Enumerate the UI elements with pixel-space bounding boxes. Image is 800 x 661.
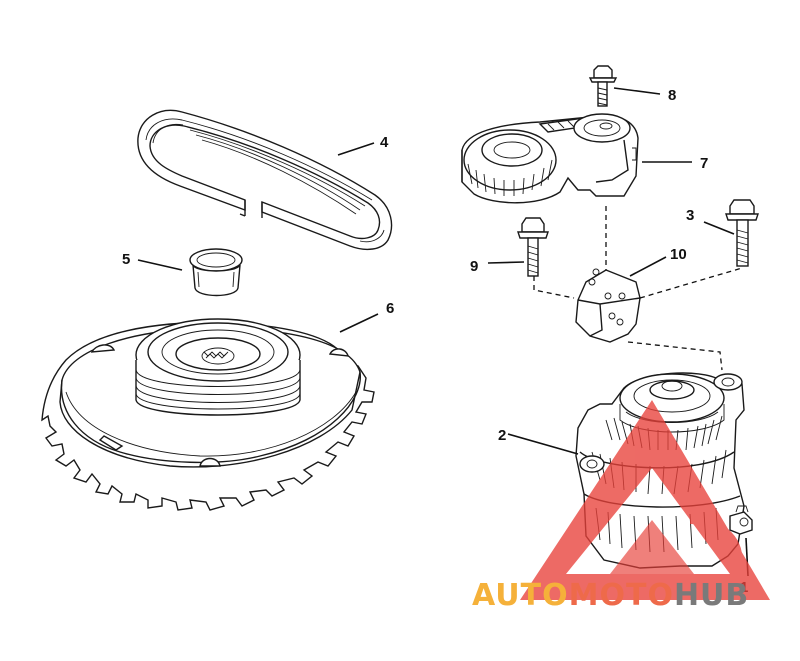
alignment-lines — [533, 206, 743, 371]
watermark-hub: HUB — [673, 578, 750, 613]
callout-9: 9 — [470, 258, 478, 275]
callout-8: 8 — [668, 87, 676, 104]
watermark-moto: MOTO — [568, 578, 674, 613]
mounting-bracket — [575, 268, 641, 343]
leader-6 — [339, 313, 379, 333]
leader-2 — [507, 433, 579, 455]
leader-10 — [629, 256, 667, 277]
belt-tensioner — [461, 113, 639, 204]
callout-5: 5 — [122, 251, 130, 268]
callout-10: 10 — [670, 246, 687, 263]
bolt-right — [725, 199, 759, 267]
leader-9 — [487, 261, 525, 264]
bushing — [189, 248, 243, 297]
watermark-logo: AUTOMOTOHUB — [472, 578, 749, 613]
callout-3: 3 — [686, 207, 694, 224]
watermark-auto: AUTO — [472, 578, 569, 613]
leader-3 — [703, 221, 735, 235]
callout-4: 4 — [380, 134, 389, 151]
callout-6: 6 — [386, 300, 394, 317]
leader-4 — [337, 142, 375, 156]
watermark-triangle — [520, 400, 770, 600]
flywheel-pulley — [41, 318, 375, 511]
tensioner-bolt — [588, 65, 618, 107]
bolt-left — [517, 217, 549, 277]
callout-2: 2 — [498, 427, 506, 444]
leader-5 — [137, 259, 183, 271]
leader-8 — [613, 87, 661, 95]
drive-belt — [137, 109, 393, 251]
callout-7: 7 — [700, 155, 708, 172]
